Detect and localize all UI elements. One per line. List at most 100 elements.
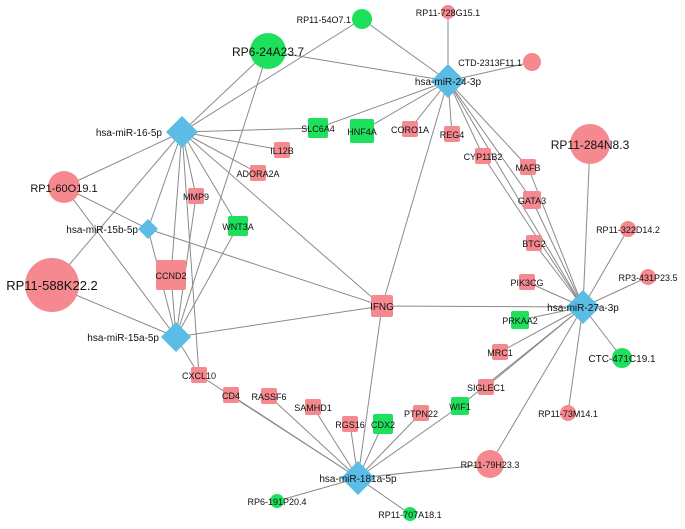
node-rp11_284n8 — [570, 124, 610, 164]
node-mir16 — [166, 116, 198, 148]
node-label-rp11_707a18: RP11-707A18.1 — [378, 510, 441, 520]
node-rp11_54o7 — [352, 9, 372, 29]
node-btg2 — [526, 235, 542, 251]
node-label-wif1: WIF1 — [449, 402, 471, 412]
edge-mir27a-ifng — [381, 305, 584, 308]
edge-mir27a-btg2 — [533, 242, 584, 308]
node-cd4 — [223, 387, 239, 403]
node-hnf4a — [350, 119, 374, 143]
node-label-rgs16: RGS16 — [335, 420, 365, 430]
node-label-adora2a: ADORA2A — [236, 169, 279, 179]
node-label-rp11_73m14: RP11-73M14.1 — [538, 409, 598, 419]
node-label-mir15a: hsa-miR-15a-5p — [87, 333, 159, 344]
edge-mir181a-samhd1 — [312, 406, 359, 479]
edge-mir16-rp1_60o19 — [63, 131, 183, 188]
node-label-mafb: MAFB — [515, 163, 540, 173]
node-rp11_707a18 — [403, 507, 417, 521]
edge-mir181a-rp11_79h23 — [357, 463, 491, 479]
node-cxcl10 — [191, 367, 207, 383]
node-label-rp11_284n8: RP11-284N8.3 — [551, 138, 630, 152]
edge-mir24-rp6_24a23 — [267, 50, 449, 82]
node-label-cyp11b2: CYP11B2 — [464, 152, 503, 162]
node-rp11_322d14 — [620, 221, 636, 237]
node-label-ctd_2313f11: CTD-2313F11.1 — [458, 58, 522, 68]
node-label-ifng: IFNG — [370, 302, 394, 313]
node-prkaa2 — [511, 311, 529, 329]
edge-mir24-mafb — [447, 80, 529, 168]
node-label-btg2: BTG2 — [522, 239, 546, 249]
edge-mir27a-rp11_73m14 — [567, 306, 584, 414]
edge-mir16-il12b — [181, 131, 283, 151]
node-mafb — [520, 159, 536, 175]
edge-mir16-slc6a4 — [181, 127, 319, 133]
node-label-pik3cg: PIK3CG — [510, 278, 543, 288]
edge-mir24-hnf4a — [361, 80, 449, 132]
node-label-rp1_60o19: RP1-60O19.1 — [30, 183, 97, 195]
node-cdx2 — [373, 414, 393, 434]
edge-mir16-ifng — [181, 131, 383, 307]
node-label-coro1a: CORO1A — [391, 125, 429, 135]
edge-mir181a-wif1 — [357, 405, 461, 479]
node-label-rp11_728g15: RP11-728G15.1 — [416, 8, 480, 18]
edge-mir15a-rp6_24a23 — [175, 50, 269, 338]
edge-mir16-rp6_24a23 — [181, 50, 269, 133]
node-ccnd2 — [156, 260, 186, 290]
node-cyp11b2 — [475, 148, 491, 164]
node-label-rassf6: RASSF6 — [251, 392, 286, 402]
node-samhd1 — [305, 399, 321, 415]
node-label-rp11_54o7: RP11-54O7.1 — [297, 15, 351, 25]
edge-mir27a-cyp11b2 — [482, 155, 584, 308]
node-mrc1 — [492, 344, 508, 360]
edge-mir16-rp11_588k22 — [51, 131, 183, 286]
edge-mir16-wnt3a — [181, 131, 239, 227]
node-label-mir15b: hsa-miR-15b-5p — [66, 225, 138, 236]
node-label-mir181a: hsa-miR-181a-5p — [319, 474, 397, 485]
node-mir15b — [138, 219, 158, 239]
node-label-mir16: hsa-miR-16-5p — [96, 128, 163, 139]
node-rp11_588k22 — [25, 258, 79, 312]
edge-mir24-rp11_54o7 — [361, 18, 449, 82]
node-label-rp11_79h23: RP11-79H23.3 — [461, 460, 520, 470]
node-label-rp6_191p20: RP6-191P20.4 — [247, 497, 306, 507]
node-rp11_79h23 — [476, 450, 504, 478]
node-label-cdx2: CDX2 — [371, 420, 395, 430]
node-label-cd4: CD4 — [222, 391, 240, 401]
node-layer — [25, 5, 656, 521]
node-label-mmp9: MMP9 — [183, 192, 209, 202]
edge-mir181a-ptpn22 — [357, 412, 422, 479]
node-label-mir27a: hsa-miR-27a-3p — [547, 303, 619, 314]
node-label-ptpn22: PTPN22 — [404, 409, 438, 419]
node-label-mrc1: MRC1 — [487, 348, 513, 358]
edge-mir27a-gata3 — [531, 199, 584, 308]
edge-mir24-mir27a — [447, 80, 584, 308]
node-rp3_431p23 — [640, 269, 656, 285]
node-wif1 — [451, 397, 469, 415]
label-layer: hsa-miR-16-5p hsa-miR-15b-5p hsa-miR-15a-5… — [6, 8, 677, 520]
node-reg4 — [444, 126, 460, 142]
edge-mir15a-ifng — [175, 305, 383, 338]
edge-mir16-adora2a — [181, 131, 259, 174]
edge-mir16-ccnd2 — [170, 131, 183, 276]
node-label-ccnd2: CCND2 — [155, 271, 186, 281]
node-slc6a4 — [308, 118, 328, 138]
edge-mir15a-wnt3a — [175, 225, 239, 338]
node-rgs16 — [342, 416, 358, 432]
node-rp6_24a23 — [250, 33, 286, 69]
edge-mir16-rp11_54o7 — [181, 18, 363, 133]
node-wnt3a — [228, 216, 248, 236]
node-rp1_60o19 — [48, 171, 80, 203]
edge-mir16-cxcl10 — [181, 131, 200, 376]
node-coro1a — [402, 121, 418, 137]
node-adora2a — [250, 165, 266, 181]
node-label-rp3_431p23: RP3-431P23.5 — [618, 273, 677, 283]
edge-mir181a-ifng — [357, 305, 383, 479]
edge-mir24-ifng — [381, 80, 449, 307]
node-label-wnt3a: WNT3A — [222, 222, 254, 232]
node-label-reg4: REG4 — [440, 130, 465, 140]
edge-mir27a-rp11_79h23 — [489, 306, 584, 465]
edge-mir27a-rp11_322d14 — [582, 228, 629, 308]
node-pik3cg — [519, 274, 535, 290]
edge-mir27a-mafb — [527, 166, 584, 308]
edge-mir181a-rp6_191p20 — [276, 477, 359, 502]
